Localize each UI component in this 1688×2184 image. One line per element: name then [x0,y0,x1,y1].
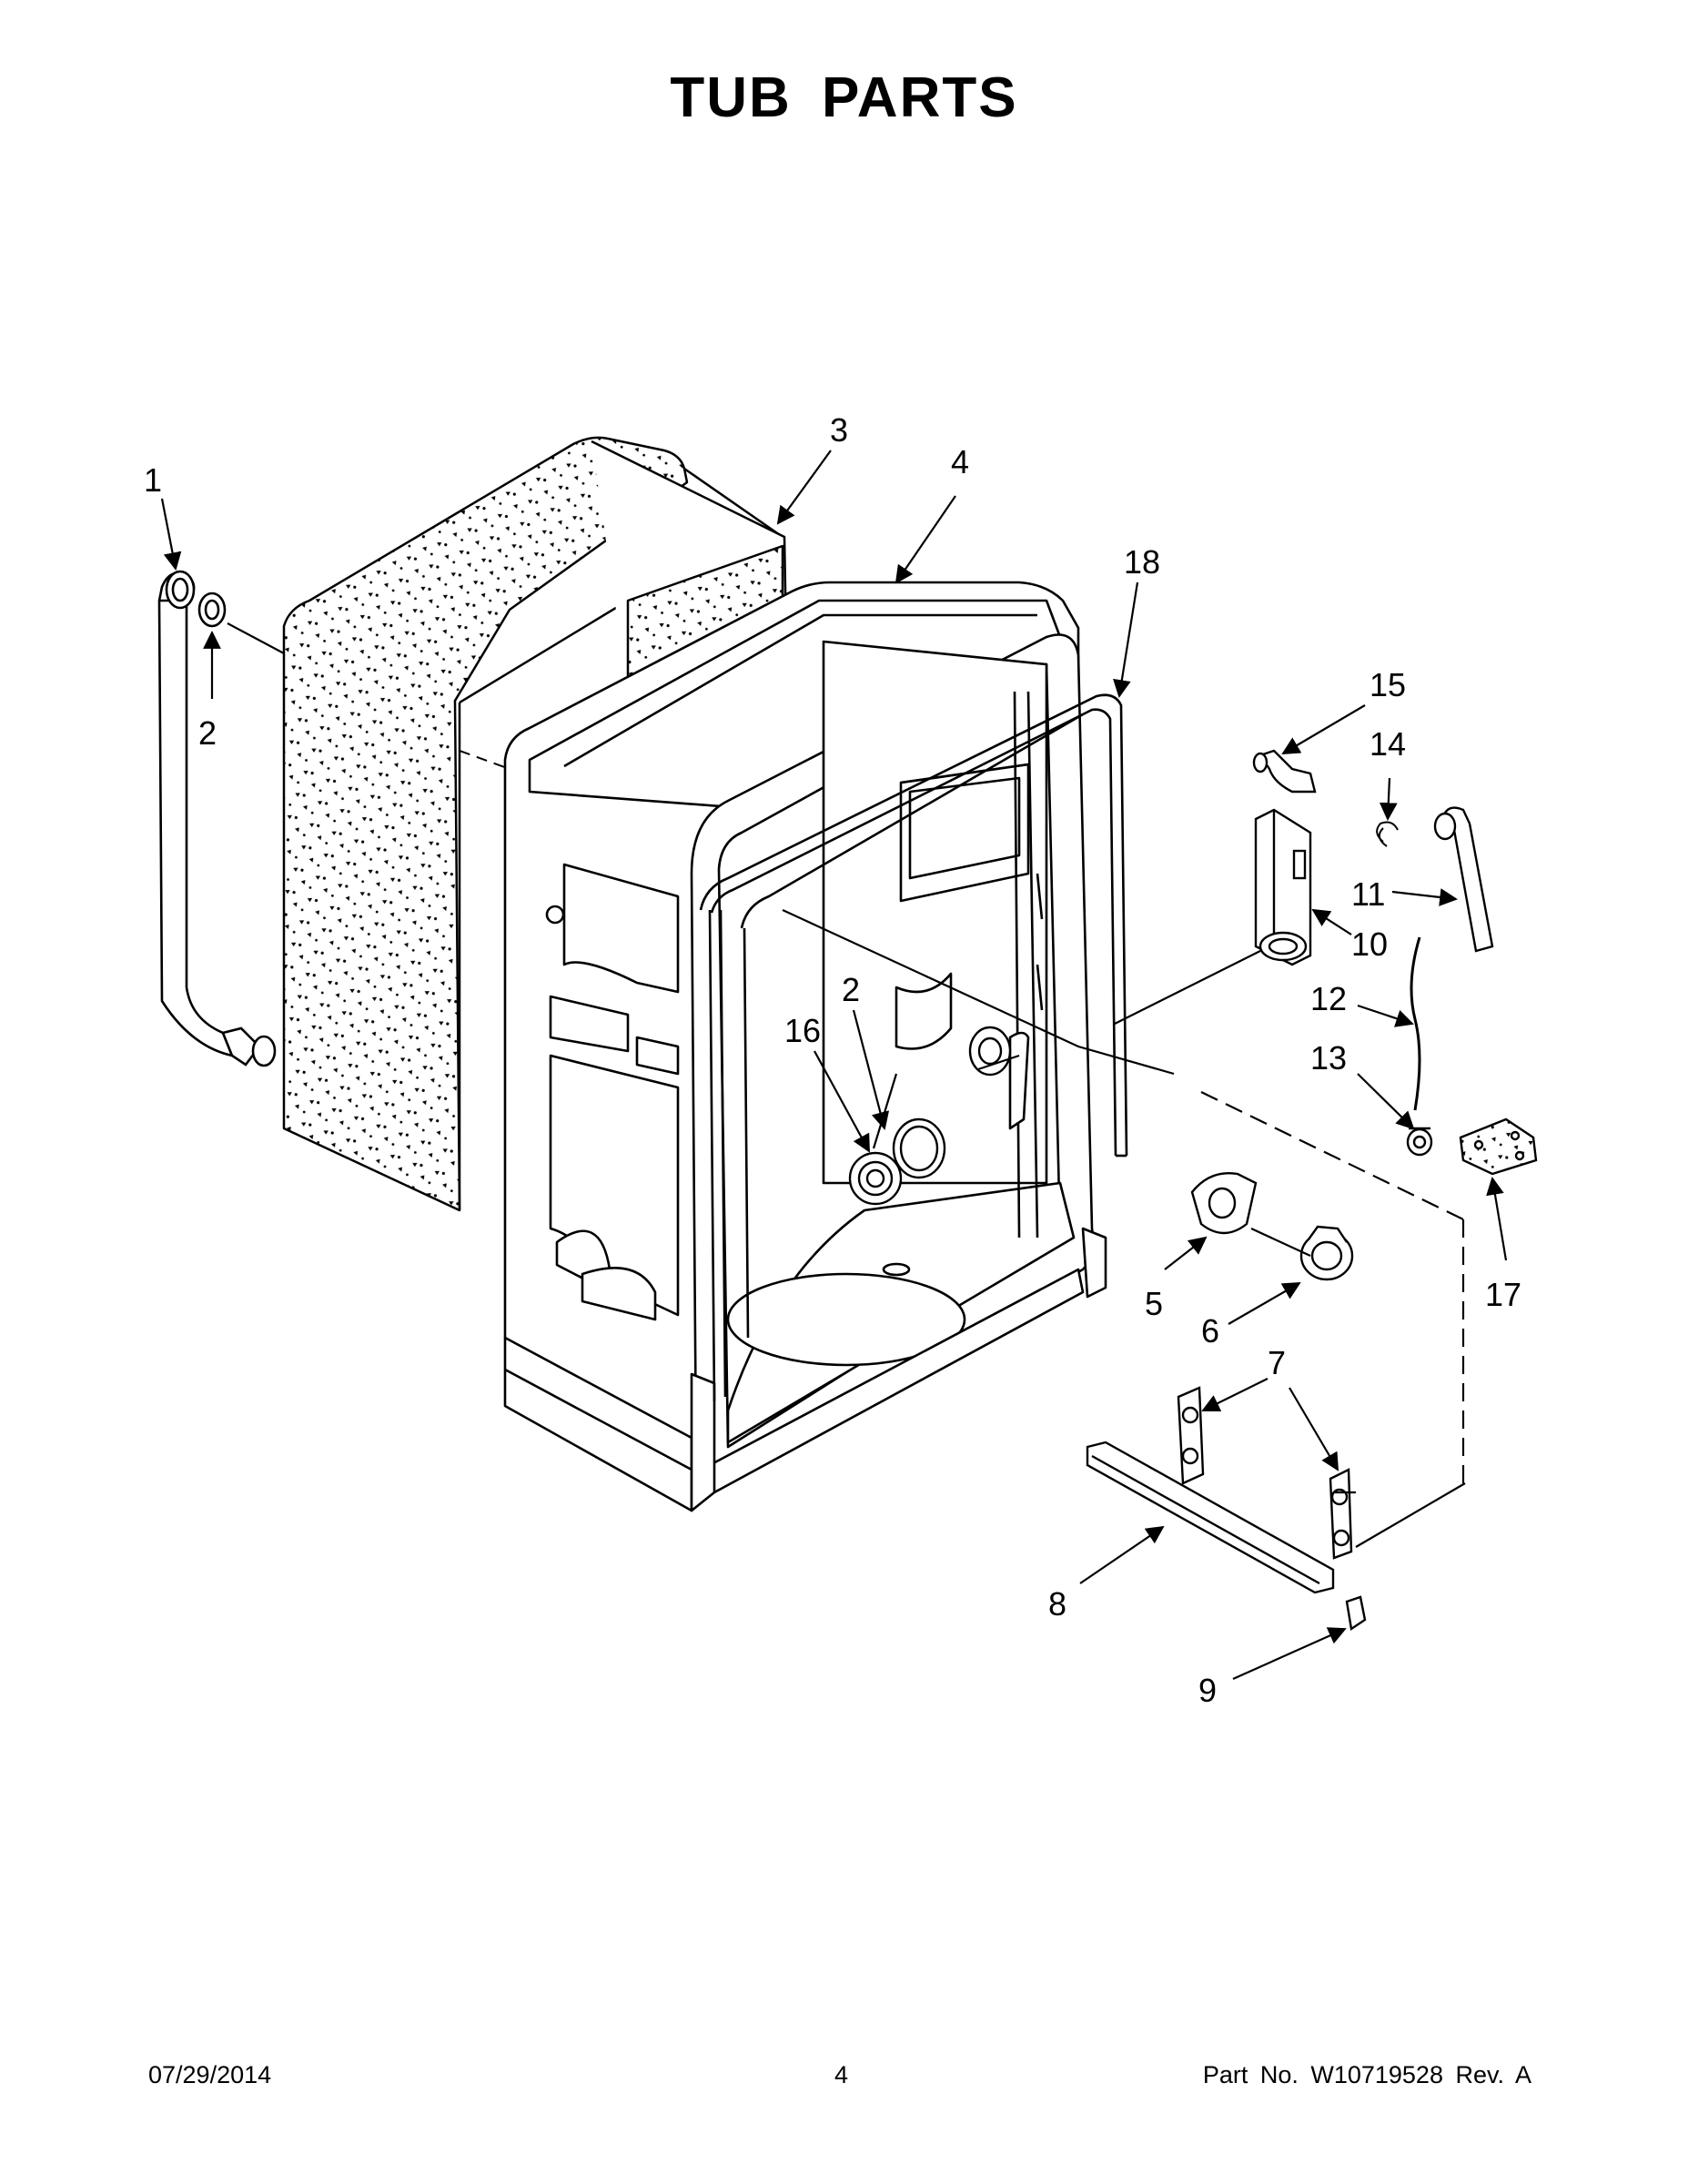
callout-16: 16 [784,1012,821,1049]
callout-11: 11 [1351,875,1385,913]
callout-6: 6 [1201,1312,1219,1350]
wire-harness [1410,936,1421,1111]
hinge-plate [1459,1117,1538,1176]
footer-part-number: Part No. W10719528 Rev. A [1202,2061,1531,2088]
vent-hose [1433,806,1494,953]
callout-12: 12 [1310,980,1347,1017]
connector-lines [782,909,1466,1548]
callout-14: 14 [1370,725,1406,763]
callout-2b: 2 [842,971,860,1008]
page-title: TUB PARTS [670,66,1018,129]
callout-2a: 2 [198,714,217,752]
hose [157,570,277,1067]
callout-8: 8 [1048,1585,1066,1623]
callout-labels: 1 2 3 4 18 15 14 11 10 12 13 16 2 5 6 17… [144,411,1521,1709]
leader-arrows [160,450,1508,1681]
vent-clip [1252,749,1317,794]
callout-1: 1 [144,461,162,499]
callout-4: 4 [951,443,969,480]
callout-13: 13 [1310,1039,1347,1077]
tub-grommet [892,1117,946,1179]
sump-strainer [848,1151,903,1206]
door-gasket [699,693,1128,1402]
callout-9: 9 [1198,1672,1217,1709]
callout-7: 7 [1268,1344,1286,1381]
rail [1086,1441,1335,1594]
callout-3: 3 [830,411,848,449]
callout-18: 18 [1124,543,1160,581]
nut [1190,1172,1258,1235]
callout-15: 15 [1370,666,1406,703]
rail-clip [1345,1595,1367,1632]
footer-date: 07/29/2014 [148,2061,272,2088]
valve [1299,1225,1354,1281]
callout-17: 17 [1485,1276,1521,1313]
vent-assembly [1254,808,1312,966]
clamp [1376,821,1399,847]
tub [503,581,1107,1512]
sensor [1406,1127,1433,1157]
callout-10: 10 [1351,925,1388,963]
footer-page-number: 4 [834,2061,849,2088]
grommet [197,592,227,628]
callout-5: 5 [1145,1285,1163,1322]
back-fitting [968,1026,1012,1077]
